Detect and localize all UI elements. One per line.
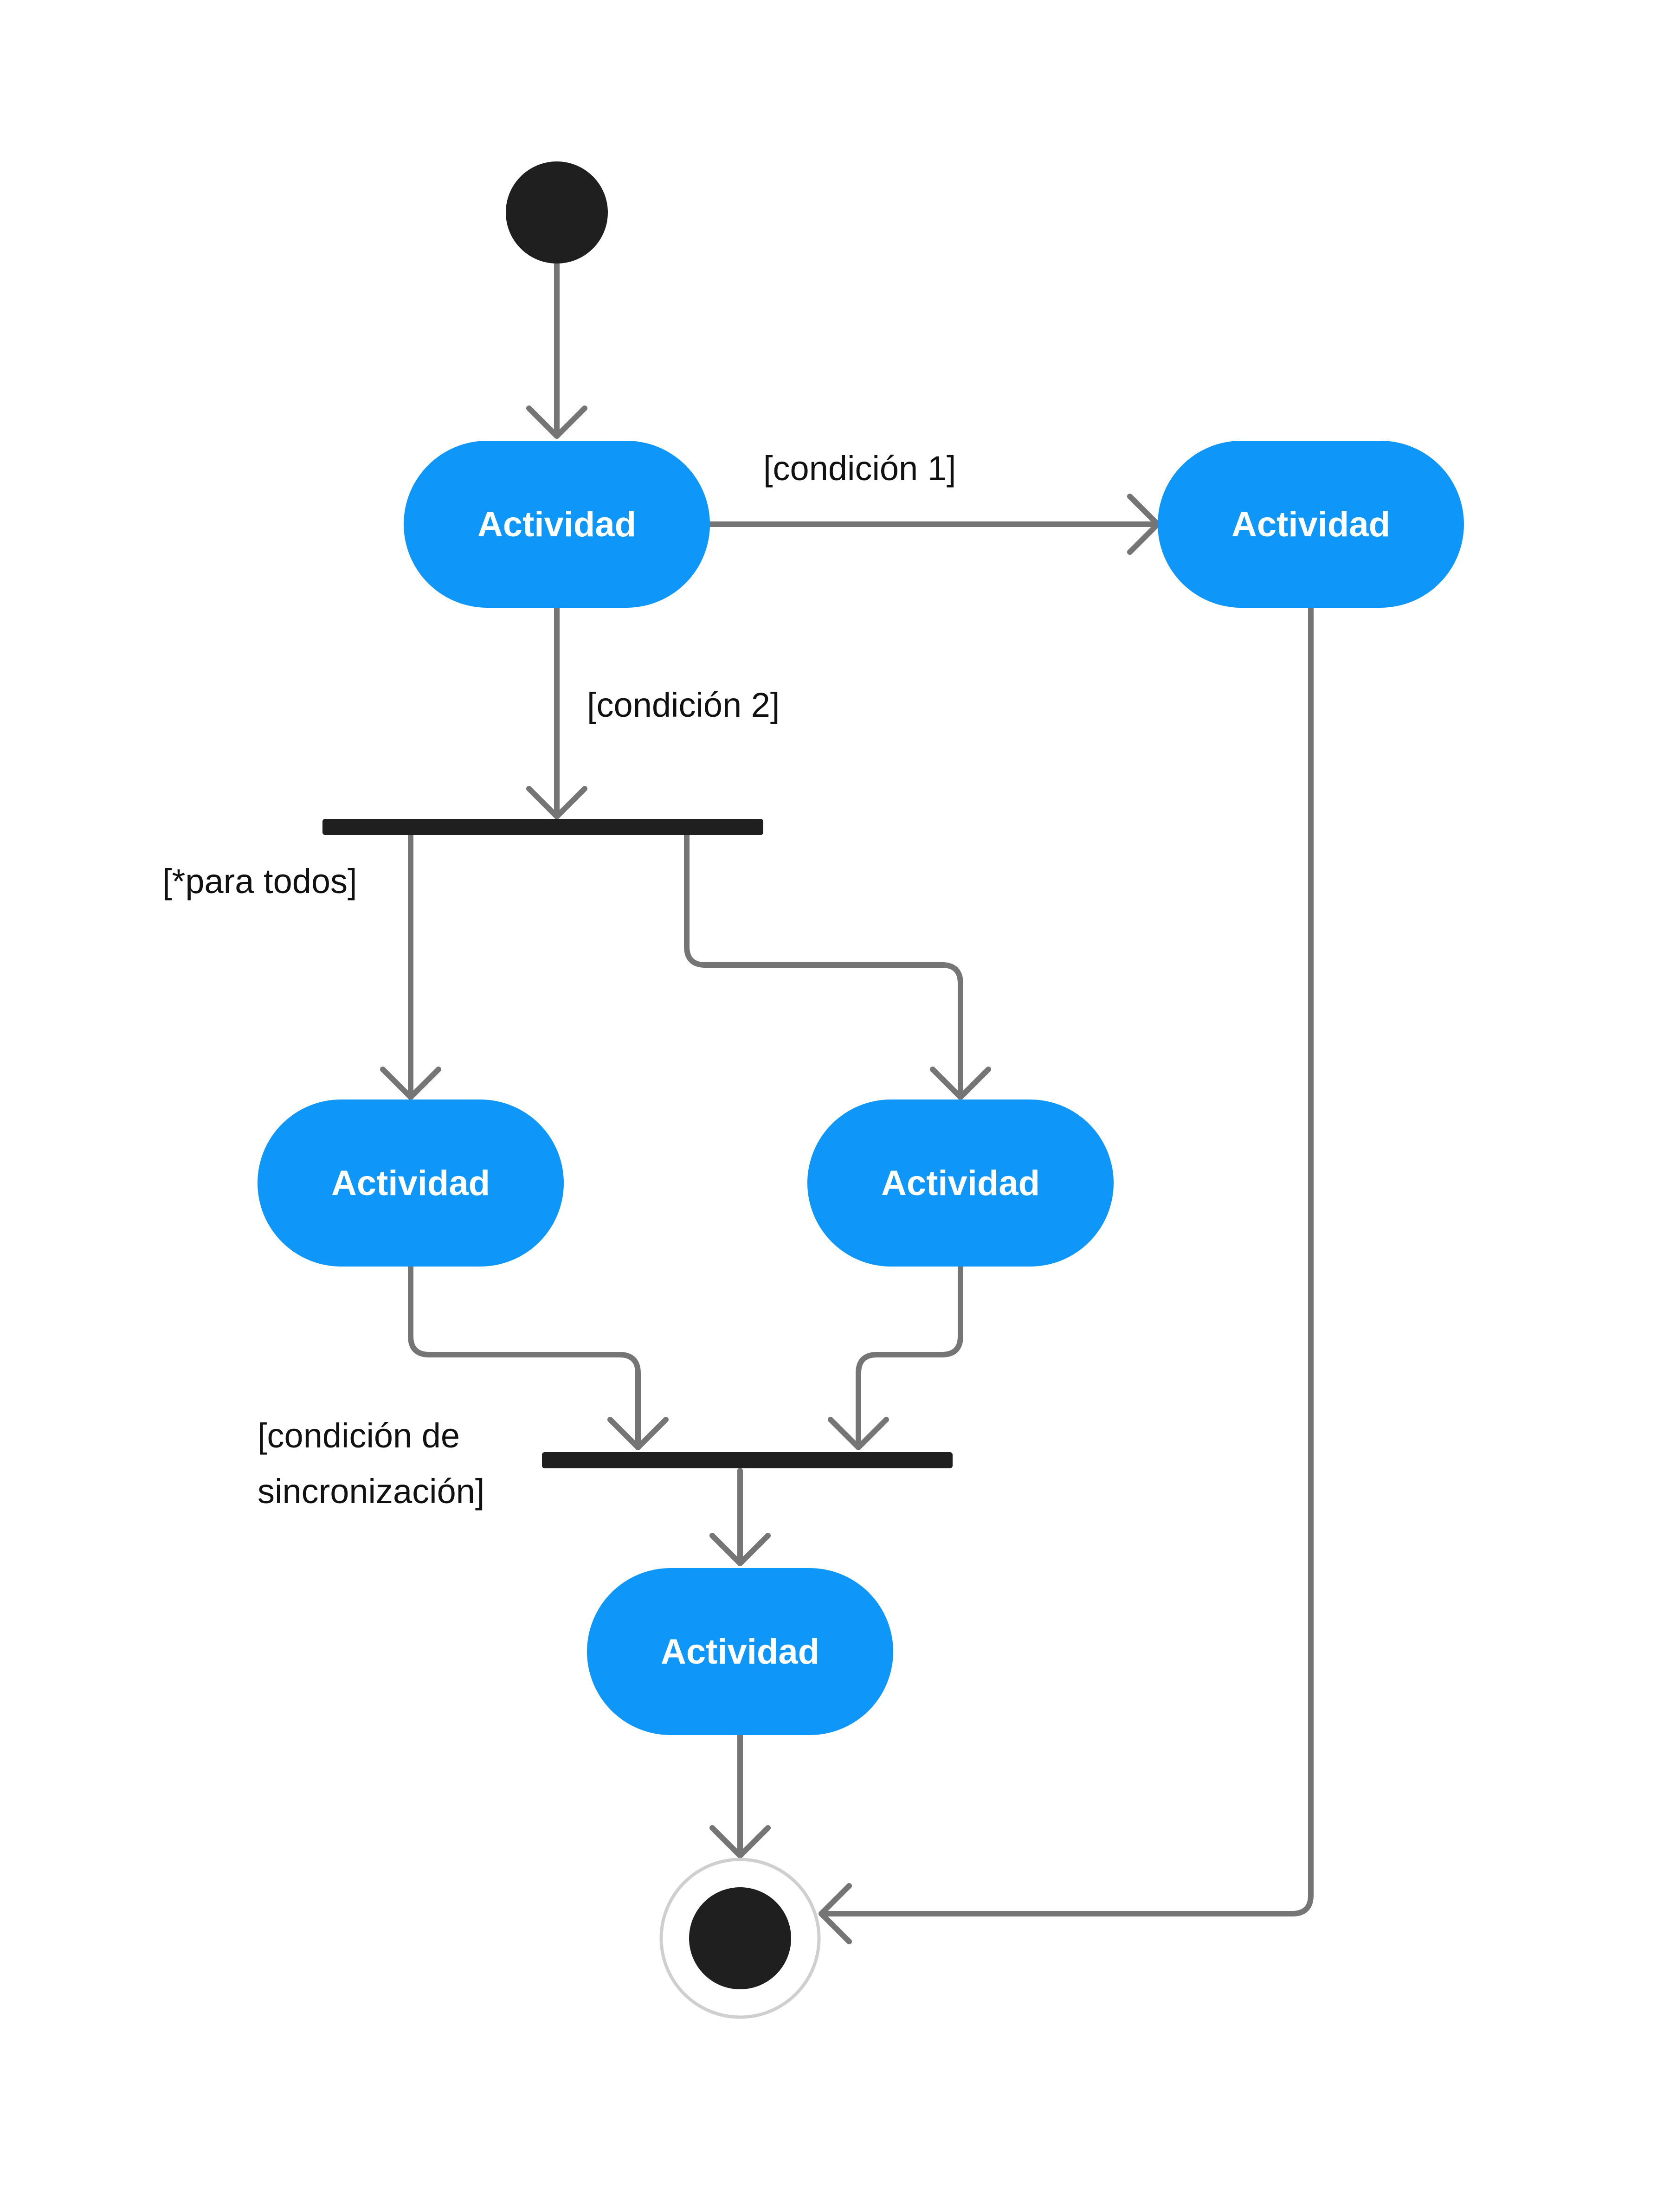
arrowhead-fork xyxy=(526,786,587,819)
activity-node-5[interactable]: Actividad xyxy=(587,1568,893,1735)
guard-for-all: [*para todos] xyxy=(162,862,357,900)
edge-activity-2-to-final xyxy=(819,605,1314,1916)
arrowhead-activity-4 xyxy=(930,1067,991,1100)
fork-bar xyxy=(322,819,763,835)
join-bar xyxy=(542,1452,953,1468)
guard-sync-line-2: sincronización] xyxy=(258,1472,485,1511)
activity-label: Actividad xyxy=(331,1163,490,1203)
edge-activity-3-to-join xyxy=(408,1264,641,1450)
activity-label: Actividad xyxy=(881,1163,1040,1203)
activity-node-4[interactable]: Actividad xyxy=(807,1100,1114,1267)
activity-label: Actividad xyxy=(477,504,637,544)
guard-condition-1: [condición 1] xyxy=(763,449,956,488)
arrowhead-join-left xyxy=(607,1417,669,1450)
guard-condition-2: [condición 2] xyxy=(587,686,780,724)
edge-activity-4-to-join xyxy=(856,1264,963,1450)
activity-label: Actividad xyxy=(660,1632,820,1672)
arrowhead-activity-3 xyxy=(380,1067,441,1100)
arrowhead-join-right xyxy=(828,1417,889,1450)
arrowhead-final-top xyxy=(709,1825,771,1858)
guard-sync-line-1: [condición de xyxy=(258,1416,460,1455)
edge-fork-to-activity-4 xyxy=(684,832,963,1100)
arrowhead-activity-5 xyxy=(709,1533,771,1566)
activity-node-3[interactable]: Actividad xyxy=(258,1100,564,1267)
arrowhead-final-right xyxy=(819,1883,852,1944)
activity-label: Actividad xyxy=(1231,504,1391,544)
final-node xyxy=(689,1887,791,1989)
initial-node xyxy=(506,161,608,264)
activity-node-1[interactable]: Actividad xyxy=(404,441,710,608)
activity-node-2[interactable]: Actividad xyxy=(1158,441,1464,608)
arrowhead-activity-1 xyxy=(526,405,587,439)
